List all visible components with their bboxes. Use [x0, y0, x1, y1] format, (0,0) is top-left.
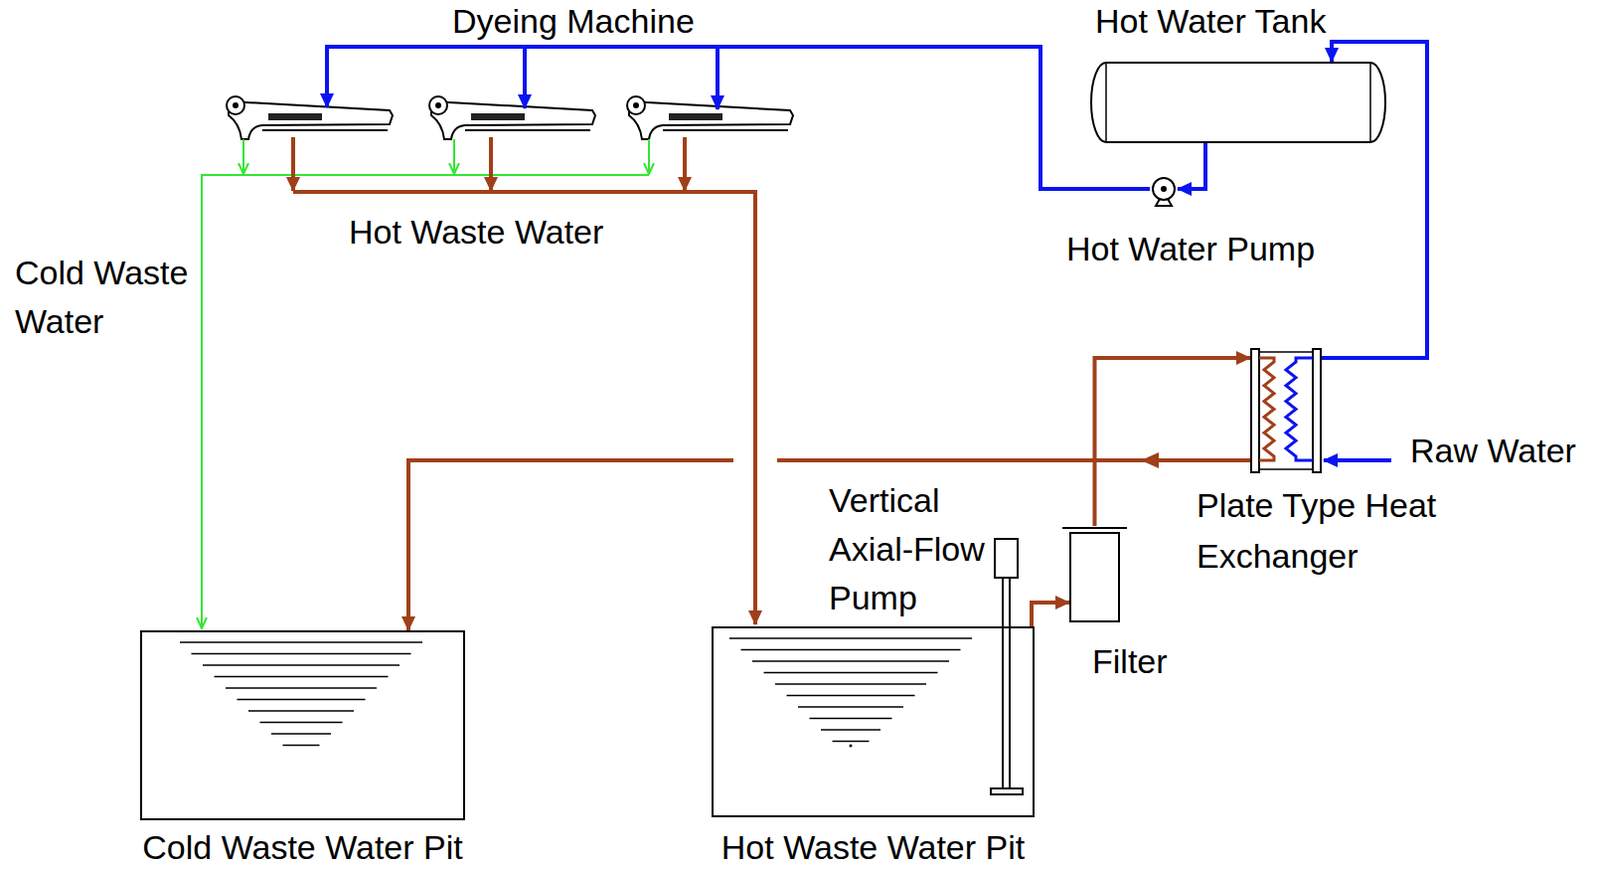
water-level — [798, 705, 904, 708]
water-level — [260, 721, 343, 724]
component-label: Hot Water Tank — [1095, 1, 1394, 41]
water-level — [283, 744, 320, 747]
pipe-label: Hot Waste Water — [348, 212, 667, 252]
water-level — [787, 694, 916, 697]
component-label: Hot Water Pump — [1066, 229, 1365, 269]
filter: Filter — [1069, 525, 1120, 623]
axial-pump-shape — [989, 537, 1024, 796]
filter-shape — [1069, 525, 1120, 623]
component-label: Filter — [1092, 641, 1212, 681]
flow-arrow — [1140, 452, 1159, 469]
component-label: Cold Waste Water Pit — [120, 828, 485, 866]
hot-waste-pipe — [293, 137, 756, 625]
dyeing-machine — [429, 96, 596, 140]
pit-shape — [711, 626, 1035, 817]
tank: Hot Water Tank — [1090, 61, 1387, 144]
water-level — [271, 732, 331, 735]
pipe-label: Raw Water — [1410, 431, 1595, 471]
hot-waste-pipe — [753, 437, 758, 487]
water-level — [764, 671, 939, 674]
axial-pump: Vertical Axial-Flow Pump — [989, 537, 1024, 796]
pipe-label: Cold Waste Water — [14, 248, 214, 346]
water-level — [191, 652, 412, 655]
water-level — [820, 728, 881, 731]
water-level — [775, 682, 927, 685]
component-label: Hot Waste Water Pit — [689, 828, 1057, 866]
water-level — [202, 663, 400, 666]
water-level — [248, 709, 354, 712]
pit-shape — [140, 630, 466, 820]
heat-exchanger-shape — [1250, 347, 1322, 474]
water-level — [729, 637, 972, 640]
water-level — [832, 740, 870, 743]
cold-waste-pipe — [201, 139, 649, 629]
water-level — [214, 675, 389, 678]
water-level — [179, 640, 423, 643]
pipe-connector — [1177, 143, 1206, 189]
hot-water-feed — [326, 46, 1392, 461]
water-level — [752, 659, 950, 662]
component-label: Plate Type Heat Exchanger — [1196, 480, 1457, 582]
dyeing-machine — [627, 96, 794, 140]
water-level — [741, 648, 961, 651]
pipe-label: Dyeing Machine — [452, 1, 751, 41]
pit: Cold Waste Water Pit — [140, 630, 466, 820]
water-level — [237, 698, 366, 701]
water-level — [809, 717, 893, 720]
heat-exchanger: Plate Type Heat Exchanger — [1250, 347, 1322, 474]
pump: Hot Water Pump — [1149, 174, 1178, 203]
dyeing-machines — [226, 96, 794, 140]
pit: Hot Waste Water PitVertical Axial-Flow P… — [711, 626, 1035, 817]
water-level — [225, 686, 377, 689]
pump-shape — [1149, 174, 1178, 203]
component-label: Vertical Axial-Flow Pump — [828, 476, 1006, 623]
tank-shape — [1090, 61, 1387, 144]
pipe-connector — [408, 460, 1251, 631]
dyeing-machine — [226, 96, 393, 140]
